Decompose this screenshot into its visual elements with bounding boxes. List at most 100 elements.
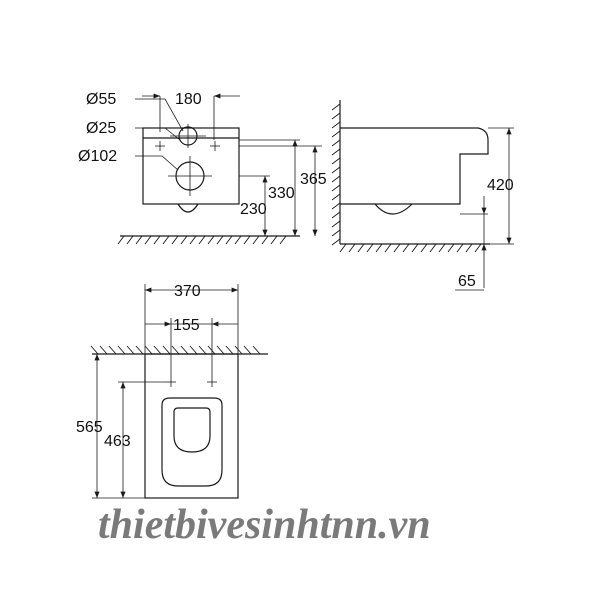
- floor-hatch: [117, 235, 287, 245]
- label-180: 180: [175, 91, 202, 108]
- seat-outer: [161, 397, 223, 487]
- label-565: 565: [76, 419, 103, 436]
- hatch-stroke: [99, 345, 108, 355]
- hatch-stroke: [243, 345, 252, 355]
- hatch-stroke: [438, 243, 446, 253]
- hatch-stroke: [331, 130, 341, 138]
- hatch-stroke: [331, 166, 341, 174]
- label-463: 463: [104, 433, 131, 450]
- hatch-stroke: [331, 112, 341, 120]
- bowl-opening: [173, 407, 211, 453]
- label-65: 65: [458, 273, 476, 290]
- hatch-stroke: [375, 243, 383, 253]
- hatch-stroke: [153, 235, 161, 245]
- hatch-stroke: [465, 243, 473, 253]
- side-floor-hatch: [339, 243, 482, 253]
- label-370: 370: [174, 283, 201, 300]
- hatch-stroke: [348, 243, 356, 253]
- hatch-stroke: [216, 345, 225, 355]
- hatch-stroke: [234, 235, 242, 245]
- hatch-stroke: [225, 235, 233, 245]
- hatch-stroke: [331, 220, 341, 228]
- hatch-stroke: [384, 243, 392, 253]
- hatch-stroke: [171, 235, 179, 245]
- hatch-stroke: [180, 345, 189, 355]
- hatch-stroke: [331, 121, 341, 129]
- label-d102: Ø102: [78, 148, 117, 165]
- hatch-stroke: [216, 235, 224, 245]
- hatch-stroke: [171, 345, 180, 355]
- hatch-stroke: [474, 243, 482, 253]
- hatch-stroke: [393, 243, 401, 253]
- hatch-stroke: [331, 238, 341, 246]
- hatch-stroke: [339, 243, 347, 253]
- hatch-stroke: [144, 235, 152, 245]
- hatch-stroke: [420, 243, 428, 253]
- hatch-stroke: [135, 345, 144, 355]
- hatch-stroke: [331, 103, 341, 111]
- bowl-profile: [340, 127, 489, 205]
- hatch-stroke: [126, 345, 135, 355]
- hatch-stroke: [331, 193, 341, 201]
- hatch-stroke: [252, 345, 261, 355]
- label-420: 420: [487, 177, 514, 194]
- label-d25: Ø25: [86, 120, 116, 137]
- label-330: 330: [268, 185, 295, 202]
- side-foot: [374, 203, 413, 215]
- hatch-stroke: [207, 235, 215, 245]
- hatch-stroke: [331, 148, 341, 156]
- front-foot: [177, 203, 199, 213]
- top-wall-hatch: [90, 345, 261, 355]
- hatch-stroke: [429, 243, 437, 253]
- hatch-stroke: [456, 243, 464, 253]
- hatch-stroke: [189, 235, 197, 245]
- watermark-text: thietbivesinhtnn.vn: [98, 502, 431, 548]
- hatch-stroke: [126, 235, 134, 245]
- hatch-stroke: [331, 139, 341, 147]
- label-365: 365: [300, 171, 327, 188]
- front-view: Ø55 Ø25 Ø102 180 365 330 230: [78, 91, 327, 245]
- hatch-stroke: [135, 235, 143, 245]
- hatch-stroke: [153, 345, 162, 355]
- hatch-stroke: [331, 184, 341, 192]
- label-155: 155: [173, 317, 200, 334]
- hatch-stroke: [198, 235, 206, 245]
- hatch-stroke: [411, 243, 419, 253]
- hatch-stroke: [189, 345, 198, 355]
- hatch-stroke: [162, 235, 170, 245]
- label-d55: Ø55: [86, 91, 116, 108]
- hatch-stroke: [331, 175, 341, 183]
- hatch-stroke: [207, 345, 216, 355]
- hatch-stroke: [90, 345, 99, 355]
- top-body-outline: [144, 353, 239, 499]
- hatch-stroke: [162, 345, 171, 355]
- side-view: 420 65: [331, 100, 514, 291]
- hatch-stroke: [331, 157, 341, 165]
- hatch-stroke: [117, 345, 126, 355]
- hatch-stroke: [447, 243, 455, 253]
- hatch-stroke: [366, 243, 374, 253]
- hatch-stroke: [180, 235, 188, 245]
- hatch-stroke: [225, 345, 234, 355]
- hatch-stroke: [270, 235, 278, 245]
- hatch-stroke: [331, 202, 341, 210]
- hatch-stroke: [279, 235, 287, 245]
- front-body-outline: [142, 127, 240, 205]
- hatch-stroke: [261, 235, 269, 245]
- hatch-stroke: [117, 235, 125, 245]
- wall-hatch: [331, 103, 341, 246]
- label-230: 230: [240, 201, 267, 218]
- hatch-stroke: [234, 345, 243, 355]
- top-view: 370 155 565 463: [76, 283, 268, 499]
- hatch-stroke: [108, 345, 117, 355]
- hatch-stroke: [198, 345, 207, 355]
- hatch-stroke: [252, 235, 260, 245]
- hatch-stroke: [331, 229, 341, 237]
- hatch-stroke: [144, 345, 153, 355]
- hatch-stroke: [243, 235, 251, 245]
- hatch-stroke: [357, 243, 365, 253]
- leader-d55: [135, 98, 184, 132]
- hatch-stroke: [402, 243, 410, 253]
- hatch-stroke: [331, 211, 341, 219]
